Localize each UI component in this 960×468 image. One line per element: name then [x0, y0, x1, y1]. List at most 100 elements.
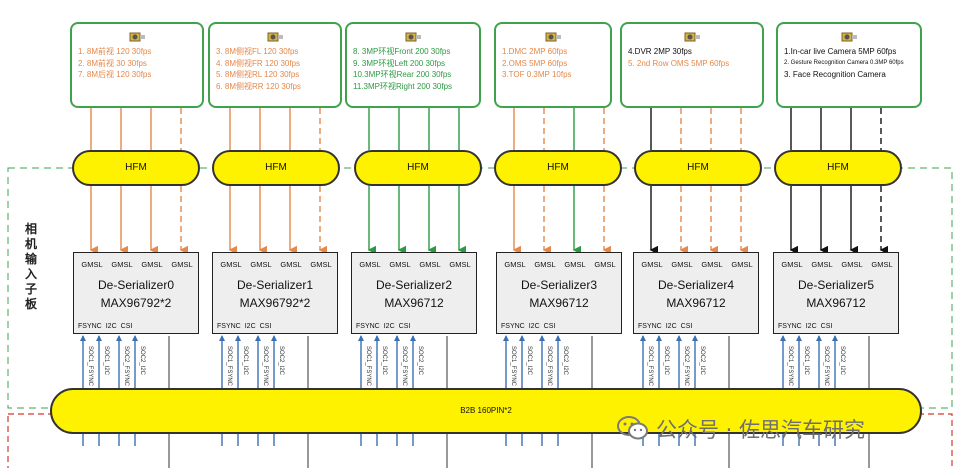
gmsl-port: GMSL — [359, 260, 381, 269]
camera-spec-line: 3.TOF 0.3MP 10fps — [502, 70, 572, 79]
arrow-up-icon — [796, 335, 802, 341]
arrow-up-icon — [555, 335, 561, 341]
signal-label: SOC2_I2C — [839, 346, 845, 376]
deserializer-part: MAX96712 — [384, 296, 444, 310]
gmsl-port: GMSL — [841, 260, 863, 269]
camera-spec-line: 1. 8M前视 120 30fps — [78, 47, 152, 56]
i2c-pin: I2C — [805, 323, 817, 330]
csi-pin: CSI — [543, 323, 556, 330]
csi-pin: CSI — [820, 323, 833, 330]
camera-icon — [267, 32, 283, 42]
fsync-pin: FSYNC — [78, 323, 102, 330]
signal-label: SOC1_FSYNC — [787, 346, 793, 387]
deserializer-name: De-Serializer4 — [657, 278, 735, 292]
fsync-pin: FSYNC — [778, 323, 802, 330]
arrow-up-icon — [410, 335, 416, 341]
csi-pin: CSI — [398, 323, 411, 330]
gmsl-port: GMSL — [449, 260, 471, 269]
gmsl-port: GMSL — [671, 260, 693, 269]
signal-label: SOC2_I2C — [562, 346, 568, 376]
camera-spec-line: 10.3MP环视Rear 200 30fps — [353, 70, 452, 79]
signal-label: SOC2_I2C — [139, 346, 145, 376]
camera-icon — [684, 32, 700, 42]
camera-icon — [841, 32, 857, 42]
signal-label: SOC1_I2C — [526, 346, 532, 376]
i2c-pin: I2C — [105, 323, 117, 330]
gmsl-port: GMSL — [871, 260, 893, 269]
camera-spec-line: 3. 8M侧视FL 120 30fps — [216, 47, 299, 56]
wechat-icon — [617, 416, 648, 440]
gmsl-port: GMSL — [111, 260, 133, 269]
camera-spec-line: 5. 2nd Row OMS 5MP 60fps — [628, 58, 730, 68]
hfm-connector-1: HFM — [212, 150, 340, 186]
signal-label: SOC1_FSYNC — [226, 346, 232, 387]
gmsl-port: GMSL — [280, 260, 302, 269]
camera-icon — [545, 32, 561, 42]
deserializer-name: De-Serializer5 — [797, 278, 875, 292]
csi-pin: CSI — [120, 323, 133, 330]
signal-label: SOC2_I2C — [278, 346, 284, 376]
camera-spec-line: 2.OMS 5MP 60fps — [502, 58, 568, 68]
signal-label: SOC1_FSYNC — [365, 346, 371, 387]
gmsl-port: GMSL — [811, 260, 833, 269]
camera-spec-line: 1.In-car live Camera 5MP 60fps — [784, 47, 897, 56]
arrow-up-icon — [692, 335, 698, 341]
gmsl-port: GMSL — [250, 260, 272, 269]
camera-spec-line: 4.DVR 2MP 30fps — [628, 47, 692, 56]
camera-icon — [405, 32, 421, 42]
arrow-up-icon — [116, 335, 122, 341]
gmsl-port: GMSL — [641, 260, 663, 269]
board-side-label: 相机输入子板 — [24, 222, 37, 311]
camera-group-5: 1.In-car live Camera 5MP 60fps 2. Gesture… — [776, 22, 922, 108]
fsync-pin: FSYNC — [217, 323, 241, 330]
watermark-text: 公众号 · 佐思汽车研究 — [656, 418, 866, 442]
hfm-connector-0: HFM — [72, 150, 200, 186]
deserializer-name: De-Serializer1 — [236, 278, 314, 292]
signal-label: SOC2_I2C — [417, 346, 423, 376]
gmsl-port: GMSL — [564, 260, 586, 269]
arrow-up-icon — [676, 335, 682, 341]
signal-label: SOC2_FSYNC — [546, 346, 552, 387]
camera-spec-line: 2. 8M前视 30 30fps — [78, 58, 147, 68]
signal-label: SOC2_FSYNC — [823, 346, 829, 387]
gmsl-port: GMSL — [419, 260, 441, 269]
camera-group-3: 1.DMC 2MP 60fps 2.OMS 5MP 60fps 3.TOF 0.3M… — [494, 22, 612, 108]
signal-label: SOC1_FSYNC — [647, 346, 653, 387]
signal-label: SOC2_FSYNC — [401, 346, 407, 387]
deserializer-part: MAX96792*2 — [100, 296, 172, 310]
camera-group-0: 1. 8M前视 120 30fps 2. 8M前视 30 30fps 7. 8M后视… — [70, 22, 204, 108]
signal-label: SOC2_FSYNC — [123, 346, 129, 387]
camera-spec-line: 2. Gesture Recognition Camera 0.3MP 60fp… — [784, 59, 904, 66]
arrow-up-icon — [539, 335, 545, 341]
arrow-up-icon — [780, 335, 786, 341]
signal-label: SOC1_FSYNC — [510, 346, 516, 387]
deserializer-part: MAX96712 — [806, 296, 866, 310]
deserializer-part: MAX96712 — [529, 296, 589, 310]
hfm-connector-5: HFM — [774, 150, 902, 186]
hfm-connector-4: HFM — [634, 150, 762, 186]
deserializer-part: MAX96792*2 — [239, 296, 311, 310]
camera-spec-line: 11.3MP环视Right 200 30fps — [353, 81, 453, 91]
arrow-up-icon — [656, 335, 662, 341]
b2b-connector: B2B 160PIN*2 — [50, 388, 922, 434]
gmsl-port: GMSL — [504, 260, 526, 269]
signal-label: SOC2_I2C — [699, 346, 705, 376]
camera-icon — [129, 32, 145, 42]
gmsl-port: GMSL — [701, 260, 723, 269]
csi-pin: CSI — [680, 323, 693, 330]
arrow-up-icon — [235, 335, 241, 341]
signal-label: SOC1_I2C — [103, 346, 109, 376]
gmsl-port: GMSL — [534, 260, 556, 269]
signal-label: SOC2_FSYNC — [683, 346, 689, 387]
camera-group-4: 4.DVR 2MP 30fps 5. 2nd Row OMS 5MP 60fps — [620, 22, 764, 108]
camera-spec-line: 9. 3MP环视Left 200 30fps — [353, 58, 446, 68]
camera-spec-line: 7. 8M后视 120 30fps — [78, 70, 152, 79]
arrow-up-icon — [80, 335, 86, 341]
arrow-up-icon — [358, 335, 364, 341]
camera-spec-line: 1.DMC 2MP 60fps — [502, 47, 568, 56]
camera-spec-line: 4. 8M侧视FR 120 30fps — [216, 58, 301, 68]
gmsl-port: GMSL — [310, 260, 332, 269]
